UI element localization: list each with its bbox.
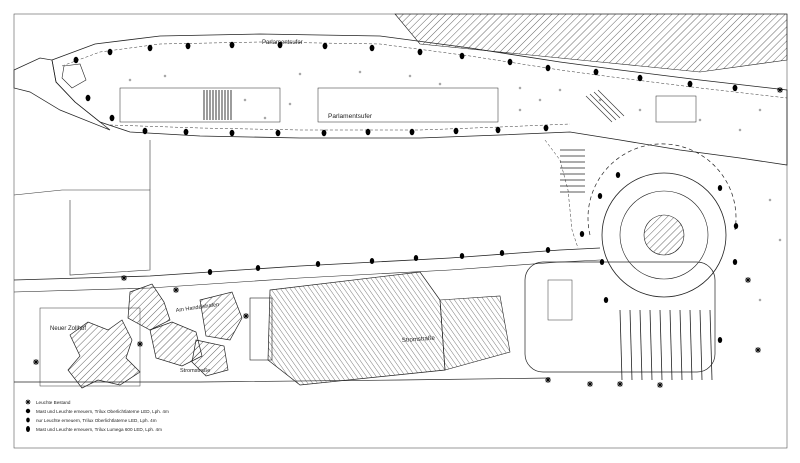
stairs-promenade — [203, 90, 232, 120]
legend: Leuchte Bestand Mast und Leuchte erneuer… — [25, 399, 169, 432]
tip-planter — [61, 63, 87, 89]
fixtures-promenade-north — [73, 41, 738, 92]
label-neuer-zollhof: Neuer Zollhof — [50, 326, 86, 332]
stairs-east — [560, 149, 585, 193]
tree-dots — [128, 70, 782, 302]
legend-label-mast-oberlicht: Mast und Leuchte erneuern, Trilux Oberli… — [36, 409, 169, 414]
plaza-lighting-ring — [587, 143, 737, 236]
hatched-building-center — [267, 271, 446, 386]
plaza-outer-ring — [601, 172, 727, 298]
promenade-outline — [51, 33, 788, 166]
square-box — [655, 95, 697, 123]
legend-item-mast-lumega: Mast und Leuchte erneuern, Trilux Lumega… — [26, 426, 162, 432]
western-tip — [13, 57, 111, 131]
plaza-inner-ring — [619, 190, 709, 280]
legend-item-existing: Leuchte Bestand — [25, 399, 71, 405]
hatched-area-top-right — [394, 13, 788, 73]
parking-stalls — [619, 309, 713, 381]
dashed-path-east — [544, 139, 579, 249]
parking-area — [524, 261, 716, 373]
fixtures-existing — [33, 87, 783, 388]
promenade-field-east — [317, 87, 499, 123]
handelshafen-building-4 — [191, 339, 229, 377]
handelshafen-building-3 — [199, 291, 243, 341]
legend-label-mast-lumega: Mast und Leuchte erneuern, Trilux Lumega… — [36, 427, 162, 432]
label-stromstrasse-right: Stromstraße — [402, 336, 436, 344]
hatched-building-center-2 — [439, 295, 511, 371]
legend-item-leuchte-oberlicht: nur Leuchte erneuern, Trilux Oberlichtla… — [26, 417, 157, 423]
building-outline-left — [13, 189, 151, 276]
building-block-left — [249, 297, 273, 361]
label-parlamentsufer-top: Parlamentsufer — [262, 40, 303, 46]
legend-item-mast-oberlicht: Mast und Leuchte erneuern, Trilux Oberli… — [25, 408, 169, 414]
legend-label-leuchte-oberlicht: nur Leuchte erneuern, Trilux Oberlichtla… — [36, 418, 157, 423]
legend-label-existing: Leuchte Bestand — [36, 400, 71, 405]
fixtures-street — [207, 172, 739, 343]
fixtures-promenade-south — [85, 94, 549, 137]
parking-box — [547, 279, 573, 321]
promenade-inner-line — [61, 41, 788, 99]
plaza-hatched-center — [643, 214, 685, 256]
promenade-inner-line-south — [109, 123, 571, 131]
street-edge-north — [13, 247, 601, 281]
promenade-field-west — [119, 87, 281, 123]
label-stromstrasse-left: Stromstraße — [180, 368, 210, 374]
label-parlamentsufer-mid: Parlamentsufer — [328, 113, 373, 120]
ramp-lines — [585, 89, 625, 123]
handelshafen-building-1 — [127, 283, 171, 331]
